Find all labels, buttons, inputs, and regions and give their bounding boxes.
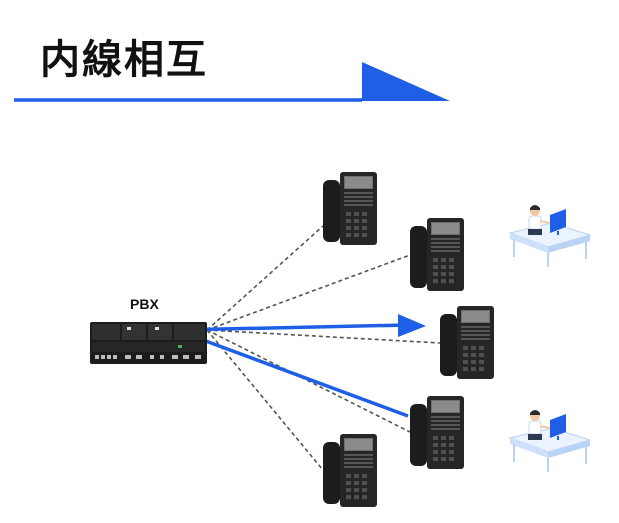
phone-4[interactable] xyxy=(410,396,464,469)
title-arrow-icon xyxy=(362,62,450,101)
connection-line-phone-5 xyxy=(206,329,324,471)
pbx-label: PBX xyxy=(130,296,159,312)
connection-line-phone-1 xyxy=(206,225,324,331)
connection-line-phone-4 xyxy=(206,329,411,433)
active-call-line-incoming xyxy=(175,328,409,418)
active-call-line-outgoing xyxy=(175,323,409,332)
phone-3[interactable] xyxy=(440,306,494,379)
connection-line-phone-2 xyxy=(206,254,411,331)
page-title: 内線相互 xyxy=(40,37,208,83)
pbx-device xyxy=(90,322,207,364)
phone-2[interactable] xyxy=(410,218,464,291)
phone-5[interactable] xyxy=(323,434,377,507)
connection-line-phone-3 xyxy=(206,329,441,344)
person-at-desk-icon xyxy=(509,204,591,268)
active-call-arrow-icon xyxy=(398,314,426,337)
person-at-desk-icon xyxy=(509,409,591,473)
phone-1[interactable] xyxy=(323,172,377,245)
